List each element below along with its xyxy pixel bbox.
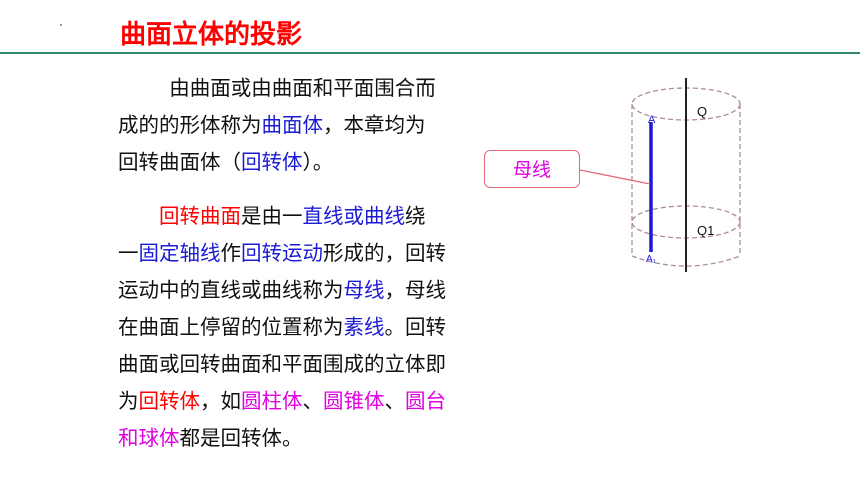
generatrix-callout: 母线 (484, 150, 580, 188)
term-line-or-curve: 直线或曲线 (302, 204, 406, 228)
plane-q1-label: Q1 (697, 223, 715, 238)
term-surface-body: 曲面体 (261, 113, 324, 137)
point-a1-label: A₁ (646, 254, 657, 265)
bottom-arc (631, 255, 741, 267)
text-span: 成的的形体称为 (118, 113, 262, 137)
plane-q-label: Q (697, 104, 708, 119)
text-span: 形成的，回转 (323, 241, 446, 265)
text-line: 成的的形体称为曲面体，本章均为 (118, 107, 528, 144)
term-fixed-axis: 固定轴线 (138, 241, 221, 265)
text-line: 回转曲面体（回转体）。 (118, 144, 528, 181)
term-revolution-body: 回转体 (241, 150, 303, 174)
text-line: 回转曲面是由一直线或曲线绕 (118, 198, 528, 235)
callout-leader (579, 169, 651, 185)
text-span: 由曲面或由曲面和平面围合而 (169, 76, 436, 100)
text-line: 一固定轴线作回转运动形成的，回转 (118, 235, 528, 272)
text-line: 和球体都是回转体。 (118, 420, 528, 457)
text-span: ，如 (200, 389, 241, 413)
text-span: ，母线 (384, 278, 447, 302)
text-line: 由曲面或由曲面和平面围合而 (118, 70, 528, 107)
term-cylinder: 圆柱体 (241, 389, 303, 413)
text-span: 绕 (405, 204, 426, 228)
term-rotation: 回转运动 (241, 241, 323, 265)
text-span: 都是回转体。 (179, 426, 303, 450)
text-line: 在曲面上停留的位置称为素线。回转 (118, 309, 528, 346)
term-element-line: 素线 (343, 315, 385, 339)
text-span: 作 (220, 241, 242, 265)
term-revolution-surface: 回转曲面 (159, 204, 241, 228)
cylinder-diagram (631, 78, 741, 272)
slide-title: 曲面立体的投影 (120, 20, 303, 50)
text-span: 、 (302, 389, 324, 413)
term-frustum: 圆台 (405, 389, 446, 413)
text-span: 一 (118, 241, 139, 265)
text-span: 、 (384, 389, 406, 413)
point-a-label: A (648, 114, 656, 126)
paragraph-definition: 由曲面或由曲面和平面围合而 成的的形体称为曲面体，本章均为 回转曲面体（回转体）… (118, 70, 528, 181)
text-span: 运动中的直线或曲线称为 (118, 278, 344, 302)
text-span: 是由一 (241, 204, 303, 228)
text-span: 曲面或回转曲面和平面围成的立体即 (118, 352, 446, 376)
text-span: 回转曲面体（ (118, 150, 241, 174)
paragraph-revolution-surface: 回转曲面是由一直线或曲线绕 一固定轴线作回转运动形成的，回转 运动中的直线或曲线… (118, 198, 528, 457)
text-line: 曲面或回转曲面和平面围成的立体即 (118, 346, 528, 383)
text-span: 在曲面上停留的位置称为 (118, 315, 344, 339)
term-sphere: 和球体 (118, 426, 180, 450)
decorative-dot (60, 24, 62, 26)
text-span: ）。 (302, 150, 334, 174)
term-generatrix: 母线 (343, 278, 385, 302)
term-revolution-body: 回转体 (138, 389, 201, 413)
term-cone: 圆锥体 (323, 389, 385, 413)
title-divider (0, 52, 860, 54)
text-span: 。回转 (384, 315, 447, 339)
text-line: 为回转体，如圆柱体、圆锥体、圆台 (118, 383, 528, 420)
text-line: 运动中的直线或曲线称为母线，母线 (118, 272, 528, 309)
callout-leader-line (579, 169, 651, 185)
text-span: 为 (118, 389, 139, 413)
text-span: ，本章均为 (323, 113, 426, 137)
